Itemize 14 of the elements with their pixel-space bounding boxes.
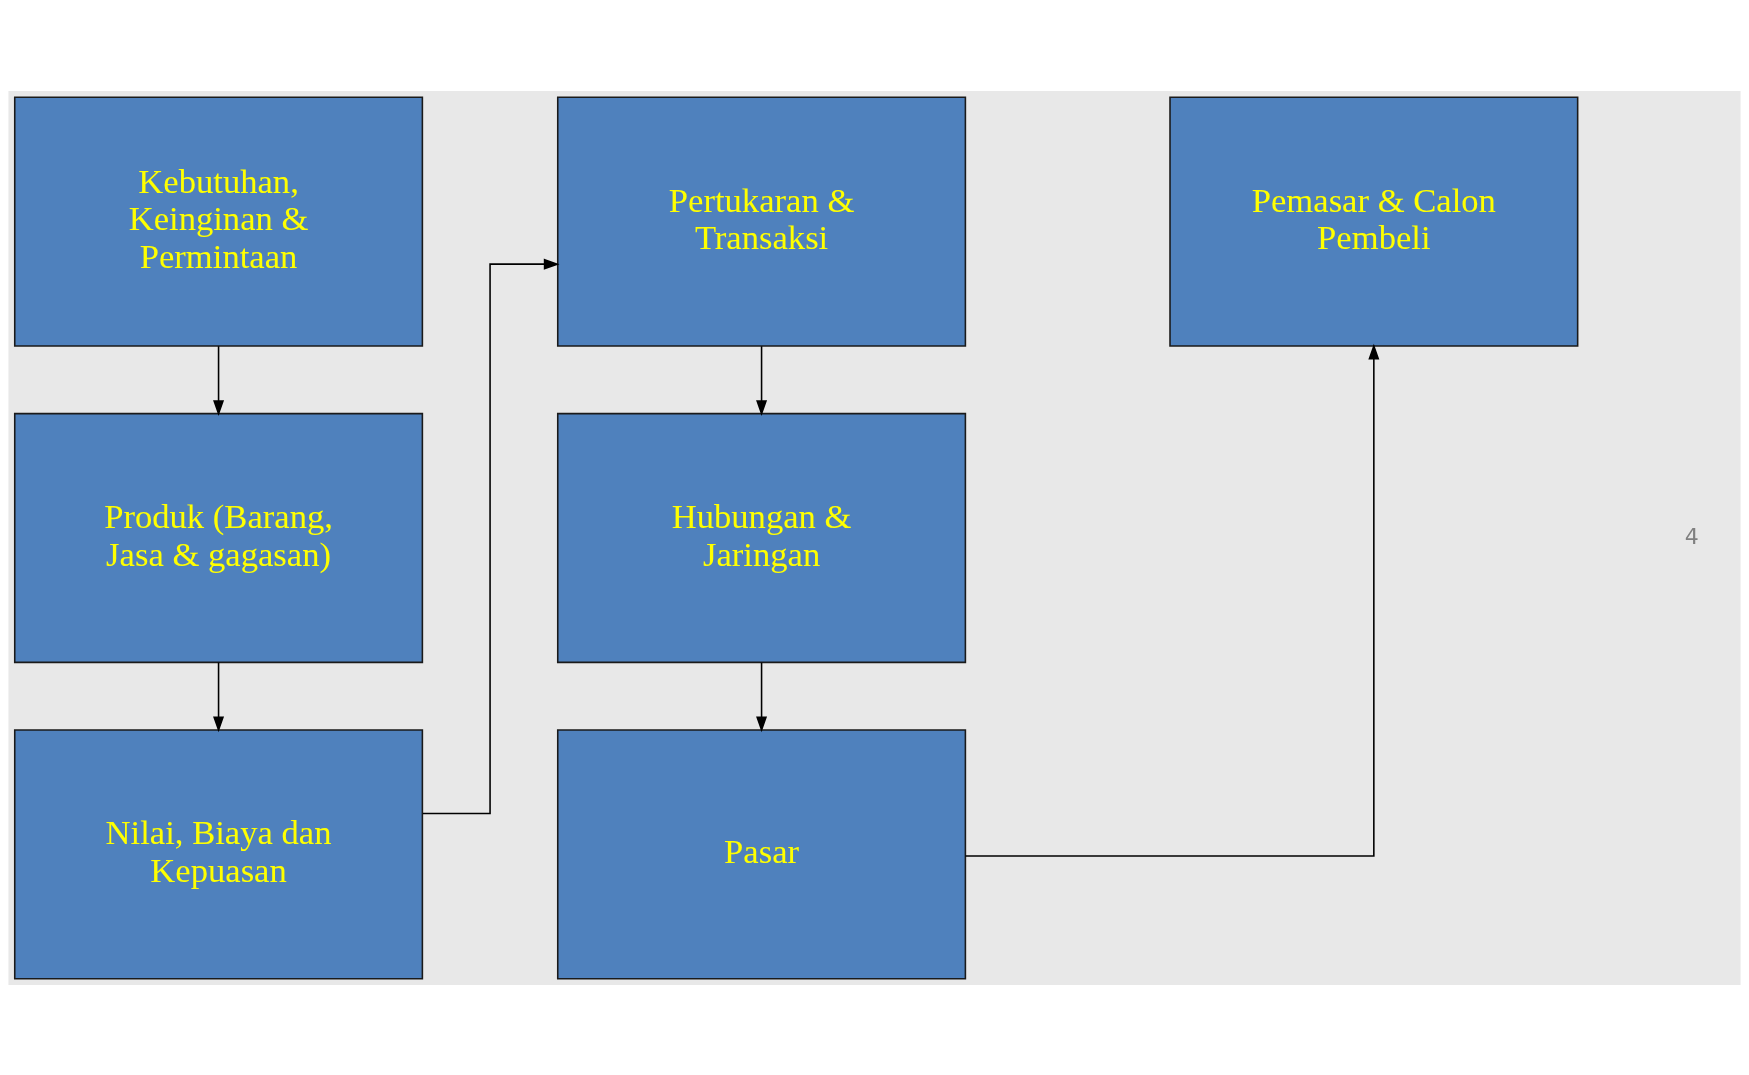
node-box: Hubungan & Jaringan [556, 412, 967, 663]
arrow [964, 343, 1380, 857]
node-box: Pertukaran & Transaksi [556, 96, 967, 347]
arrow [213, 344, 225, 416]
node-box: Produk (Barang, Jasa & gagasan) [13, 412, 424, 663]
label: 4 [1684, 523, 1699, 549]
arrow [422, 258, 560, 814]
arrow [756, 661, 768, 732]
node-box: Pemasar & Calon Pembeli [1169, 96, 1579, 347]
node-box: Pasar [556, 728, 967, 979]
arrow [756, 344, 768, 416]
node-box: Nilai, Biaya dan Kepuasan [13, 728, 424, 979]
node-box: Kebutuhan, Keinginan & Permintaan [13, 96, 424, 347]
arrow [213, 661, 225, 732]
